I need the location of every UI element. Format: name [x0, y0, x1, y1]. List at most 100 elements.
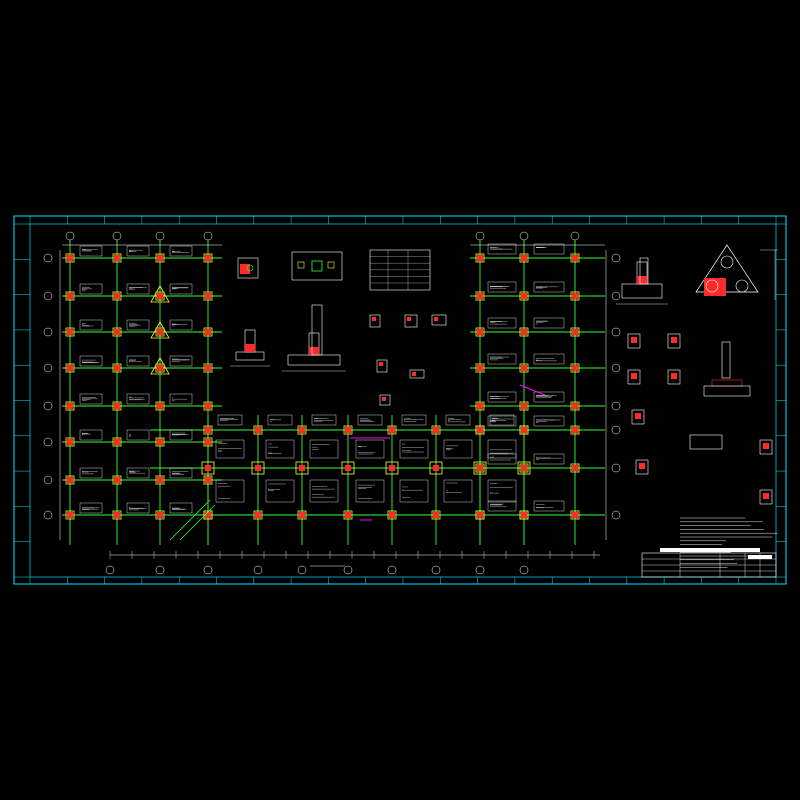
foundation-outline: [126, 283, 150, 295]
column-footing: [431, 425, 441, 435]
beam-section: [431, 314, 447, 326]
beam-section: [627, 369, 641, 385]
foundation-outline: [126, 355, 150, 367]
column-footing: [385, 461, 399, 475]
column-footing: [203, 327, 213, 337]
detail-sections[interactable]: [230, 244, 778, 505]
column-core: [67, 293, 73, 299]
axis-bubble: [43, 401, 53, 411]
axis-bubble: [203, 565, 213, 575]
beam-section: [667, 369, 681, 385]
column-footing: [203, 510, 213, 520]
column-core: [157, 255, 163, 261]
foundation-outline: [79, 245, 103, 257]
column-core: [433, 512, 439, 518]
axis-bubble: [43, 327, 53, 337]
column-core: [433, 427, 439, 433]
foundation-outline: [79, 502, 103, 514]
foundation-outline: [169, 429, 193, 441]
foundation-outline: [443, 439, 473, 459]
column-core: [157, 329, 163, 335]
column-core: [299, 427, 305, 433]
beam-section: [667, 333, 681, 349]
foundation-outline: [487, 317, 517, 329]
triangular-pile-cap: [150, 285, 170, 303]
axis-bubble: [253, 565, 263, 575]
axis-bubble: [611, 327, 621, 337]
axis-bubble: [611, 291, 621, 301]
foundation-outline: [355, 479, 385, 503]
foundation-outline: [533, 281, 565, 293]
foundation-outline: [443, 479, 473, 503]
foundation-plan[interactable]: [59, 240, 607, 567]
column-footing: [203, 363, 213, 373]
pile-cap-column: [240, 264, 250, 274]
beam-rebar: [635, 413, 641, 419]
axis-bubble: [475, 565, 485, 575]
column-core: [572, 329, 578, 335]
foundation-outline: [169, 393, 193, 405]
column-footing: [475, 363, 485, 373]
column-core: [205, 255, 211, 261]
column-core: [521, 465, 527, 471]
foundation-outline: [487, 479, 517, 503]
column-core: [255, 465, 261, 471]
foundation-outline: [79, 393, 103, 405]
axis-bubble: [431, 565, 441, 575]
foundation-outline: [79, 467, 103, 479]
foundation-outline: [215, 479, 245, 503]
beam-rebar: [412, 372, 416, 376]
beam-rebar: [382, 397, 386, 401]
column-core: [572, 365, 578, 371]
beam-rebar: [631, 337, 637, 343]
column-footing: [341, 461, 355, 475]
column-footing: [517, 461, 531, 475]
schedule-table: [369, 249, 431, 291]
column-core: [205, 365, 211, 371]
foundation-outline: [215, 439, 245, 459]
pile: [327, 261, 335, 269]
beam-rebar: [434, 317, 438, 321]
beam-rebar: [407, 317, 411, 321]
triangular-cap-plan: [695, 244, 759, 293]
column-core: [255, 512, 261, 518]
column-footing: [519, 463, 529, 473]
column-core: [299, 512, 305, 518]
column-footing: [519, 510, 529, 520]
column-footing: [475, 253, 485, 263]
foundation-outline: [489, 414, 515, 426]
foundation-outline: [126, 245, 150, 257]
column-footing: [570, 463, 580, 473]
axis-bubble: [105, 565, 115, 575]
foundation-outline: [533, 353, 565, 365]
column-core: [205, 403, 211, 409]
column-footing: [519, 425, 529, 435]
tie-beam-highlight: [519, 384, 546, 396]
column-core: [521, 403, 527, 409]
foundation-outline: [265, 479, 295, 503]
foundation-outline: [79, 429, 103, 441]
column-footing: [155, 253, 165, 263]
column-footing: [112, 363, 122, 373]
column-footing: [519, 327, 529, 337]
column-core: [521, 293, 527, 299]
axis-bubble: [387, 565, 397, 575]
column-footing: [251, 461, 265, 475]
footing-section: [689, 434, 723, 450]
column-footing: [297, 510, 307, 520]
column-core: [67, 365, 73, 371]
axis-bubble: [43, 363, 53, 373]
title-block: [641, 548, 777, 578]
axis-bubble: [519, 565, 529, 575]
title-block-label: [748, 555, 772, 559]
foundation-outline: [533, 453, 565, 465]
foundation-outline: [487, 500, 517, 512]
drawing-frame: [13, 215, 787, 585]
column-footing: [65, 401, 75, 411]
column-core: [521, 512, 527, 518]
column-footing: [203, 475, 213, 485]
column-core: [205, 477, 211, 483]
beam-section: [409, 369, 425, 379]
